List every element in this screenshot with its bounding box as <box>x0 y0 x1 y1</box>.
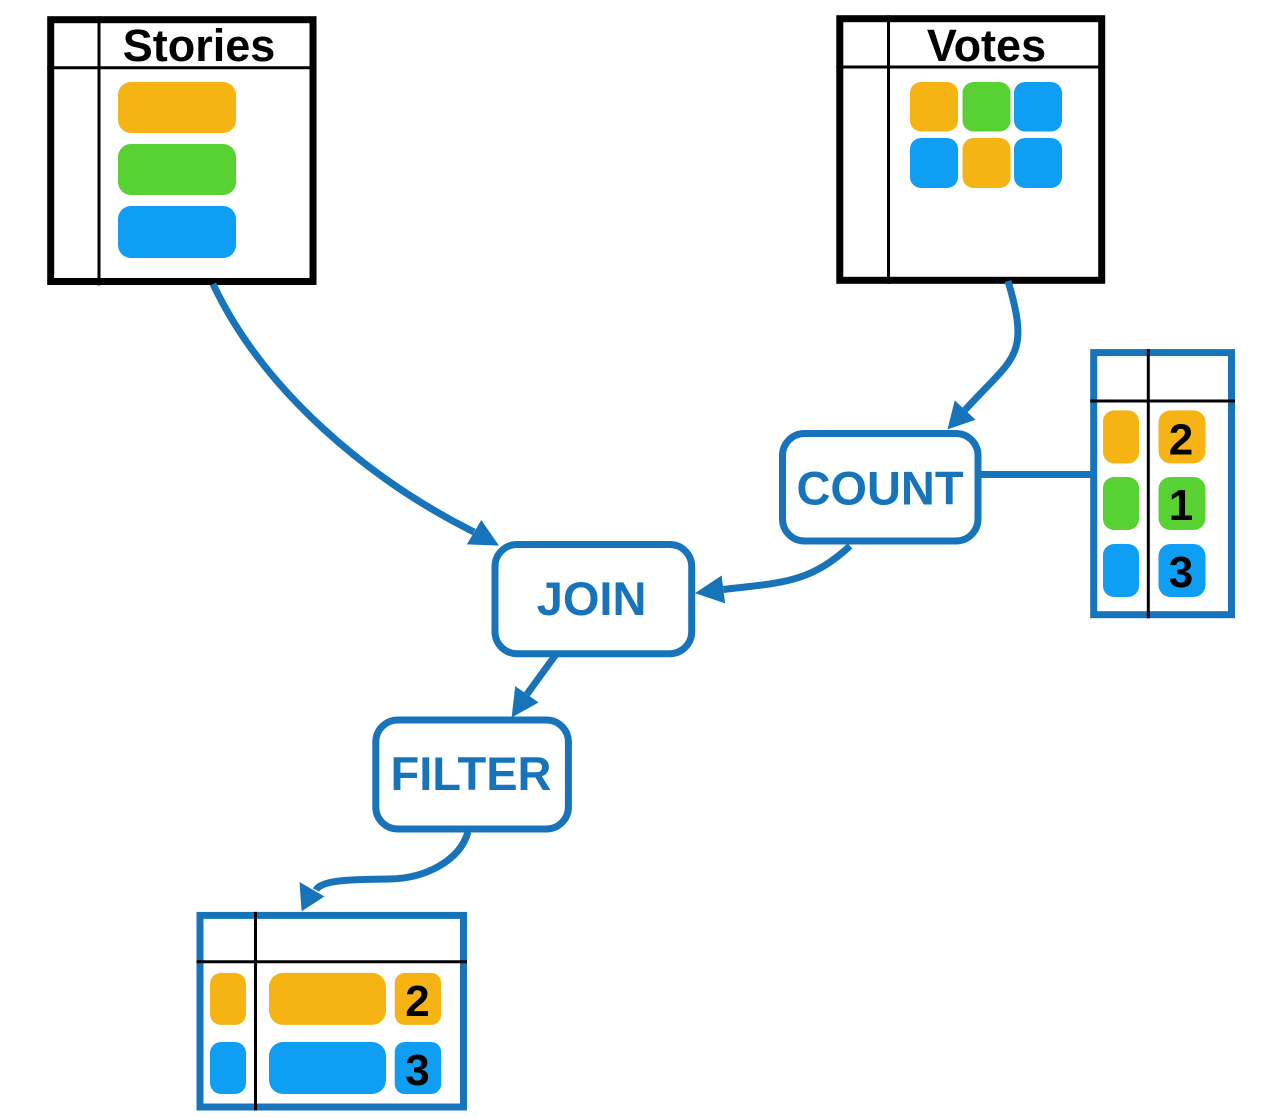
svg-text:Votes: Votes <box>927 20 1046 71</box>
svg-text:3: 3 <box>1169 548 1193 597</box>
svg-text:COUNT: COUNT <box>796 462 963 515</box>
svg-text:Stories: Stories <box>123 20 276 71</box>
svg-text:2: 2 <box>1169 416 1193 465</box>
svg-text:3: 3 <box>405 1046 429 1095</box>
svg-text:2: 2 <box>405 977 429 1026</box>
svg-text:FILTER: FILTER <box>391 747 552 800</box>
svg-text:1: 1 <box>1169 481 1193 530</box>
svg-text:JOIN: JOIN <box>537 572 647 625</box>
